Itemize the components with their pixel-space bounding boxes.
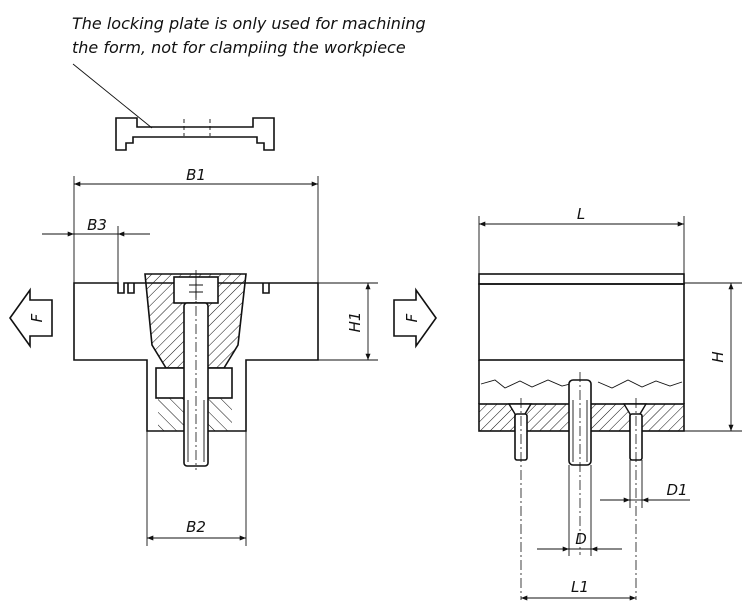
label-d1: D1 <box>666 481 687 499</box>
left-view <box>73 270 319 470</box>
label-f-left: F <box>28 313 46 322</box>
dim-d1: D1 <box>600 460 690 508</box>
dim-l: L <box>478 205 685 274</box>
locking-plate <box>115 117 275 151</box>
dim-b1: B1 <box>73 166 319 283</box>
label-f-right: F <box>403 313 421 322</box>
label-l1: L1 <box>571 578 589 596</box>
note-leader <box>72 63 153 129</box>
note-line-1: The locking plate is only used for machi… <box>72 14 426 33</box>
dim-l1: L1 <box>521 578 636 601</box>
label-b1: B1 <box>186 166 206 184</box>
label-b3: B3 <box>87 216 107 234</box>
dim-b2: B2 <box>146 431 247 546</box>
dim-h: H <box>684 282 742 432</box>
label-b2: B2 <box>186 518 206 536</box>
dim-d: D <box>537 465 622 556</box>
dim-b3: B3 <box>42 216 150 283</box>
note-line-2: the form, not for clampiing the workpiec… <box>72 38 406 57</box>
locking-plate-note: The locking plate is only used for machi… <box>72 12 492 60</box>
label-l: L <box>577 205 585 223</box>
label-d: D <box>575 530 587 548</box>
label-h: H <box>709 351 727 362</box>
label-h1: H1 <box>346 312 364 333</box>
force-arrow-left: F <box>9 287 53 349</box>
force-arrow-right: F <box>393 287 437 349</box>
dim-h1: H1 <box>318 282 378 361</box>
right-view <box>478 273 685 600</box>
